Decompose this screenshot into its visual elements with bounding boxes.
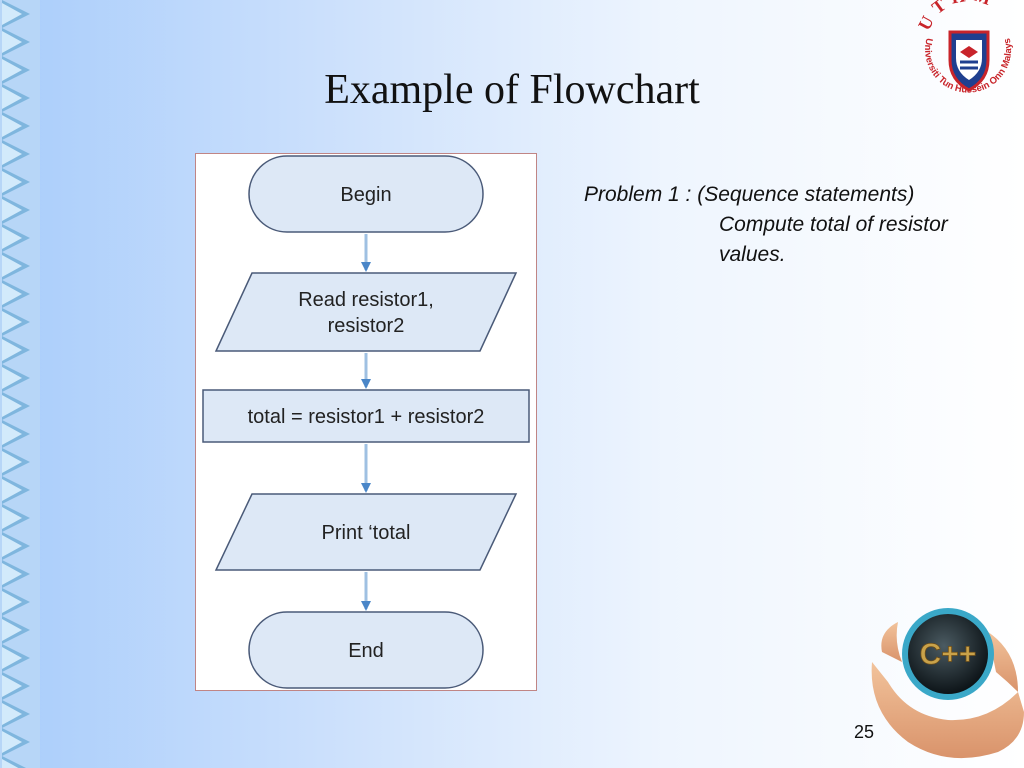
chevron-highlight [2, 59, 22, 81]
problem-line-2: Compute total of resistor [719, 213, 948, 236]
flow-node-end [248, 611, 484, 689]
flow-node-label-read: resistor2 [328, 315, 405, 337]
chevron-highlight [2, 255, 22, 277]
chevron-highlight [2, 31, 22, 53]
chevron-highlight [2, 3, 22, 25]
flow-node-label-read: Read resistor1, [298, 289, 434, 311]
chevron-highlight [2, 759, 19, 768]
chevron-highlight [2, 143, 22, 165]
chevron-highlight [2, 87, 22, 109]
cpp-label: C++ [920, 638, 977, 671]
problem-line-1: Problem 1 : (Sequence statements) [584, 183, 915, 206]
chevron-highlight [2, 451, 22, 473]
chevron-highlight [2, 339, 22, 361]
chevron-highlight [2, 115, 22, 137]
chevron-highlight [2, 507, 22, 529]
chevron-highlight [2, 283, 22, 305]
flow-node-label-begin: Begin [340, 184, 391, 206]
chevron-highlight [2, 311, 22, 333]
chevron-highlight [2, 563, 22, 585]
problem-statement: Problem 1 : (Sequence statements) Comput… [584, 180, 948, 270]
chevron-highlight [2, 395, 22, 417]
flow-node-begin [248, 155, 484, 233]
page-number: 25 [854, 722, 875, 742]
chevron-highlight [2, 675, 22, 697]
svg-text:UTHM: UTHM [914, 0, 999, 34]
slide-title: Example of Flowchart [324, 67, 700, 113]
flow-node-read [214, 272, 518, 352]
uthm-logo: UTHM Universiti Tun Hussein Onn Malaysia [910, 0, 1014, 96]
flow-node-label-end: End [348, 640, 384, 662]
chevron-highlight [2, 535, 22, 557]
chevron-highlight [2, 423, 22, 445]
flow-node-label-compute: total = resistor1 + resistor2 [248, 406, 485, 428]
cpp-hands-badge: C++ [871, 608, 1024, 759]
left-chevron-strip [0, 0, 40, 768]
problem-line-3: values. [719, 243, 786, 266]
chevron-highlight [2, 199, 22, 221]
logo-arc-text: UTHM [914, 0, 993, 34]
flow-node-label-print: Print ‘total [322, 522, 411, 544]
chevron-highlight [2, 171, 22, 193]
chevron-highlight [2, 227, 22, 249]
chevron-highlight [2, 479, 22, 501]
chevron-highlight [2, 731, 22, 753]
flow-node-compute [202, 389, 530, 443]
chevron-highlight [2, 647, 22, 669]
chevron-highlight [2, 367, 22, 389]
chevron-highlight [2, 703, 22, 725]
chevron-highlight [2, 619, 22, 641]
flow-node-print [214, 493, 518, 571]
chevron-highlight [2, 591, 22, 613]
